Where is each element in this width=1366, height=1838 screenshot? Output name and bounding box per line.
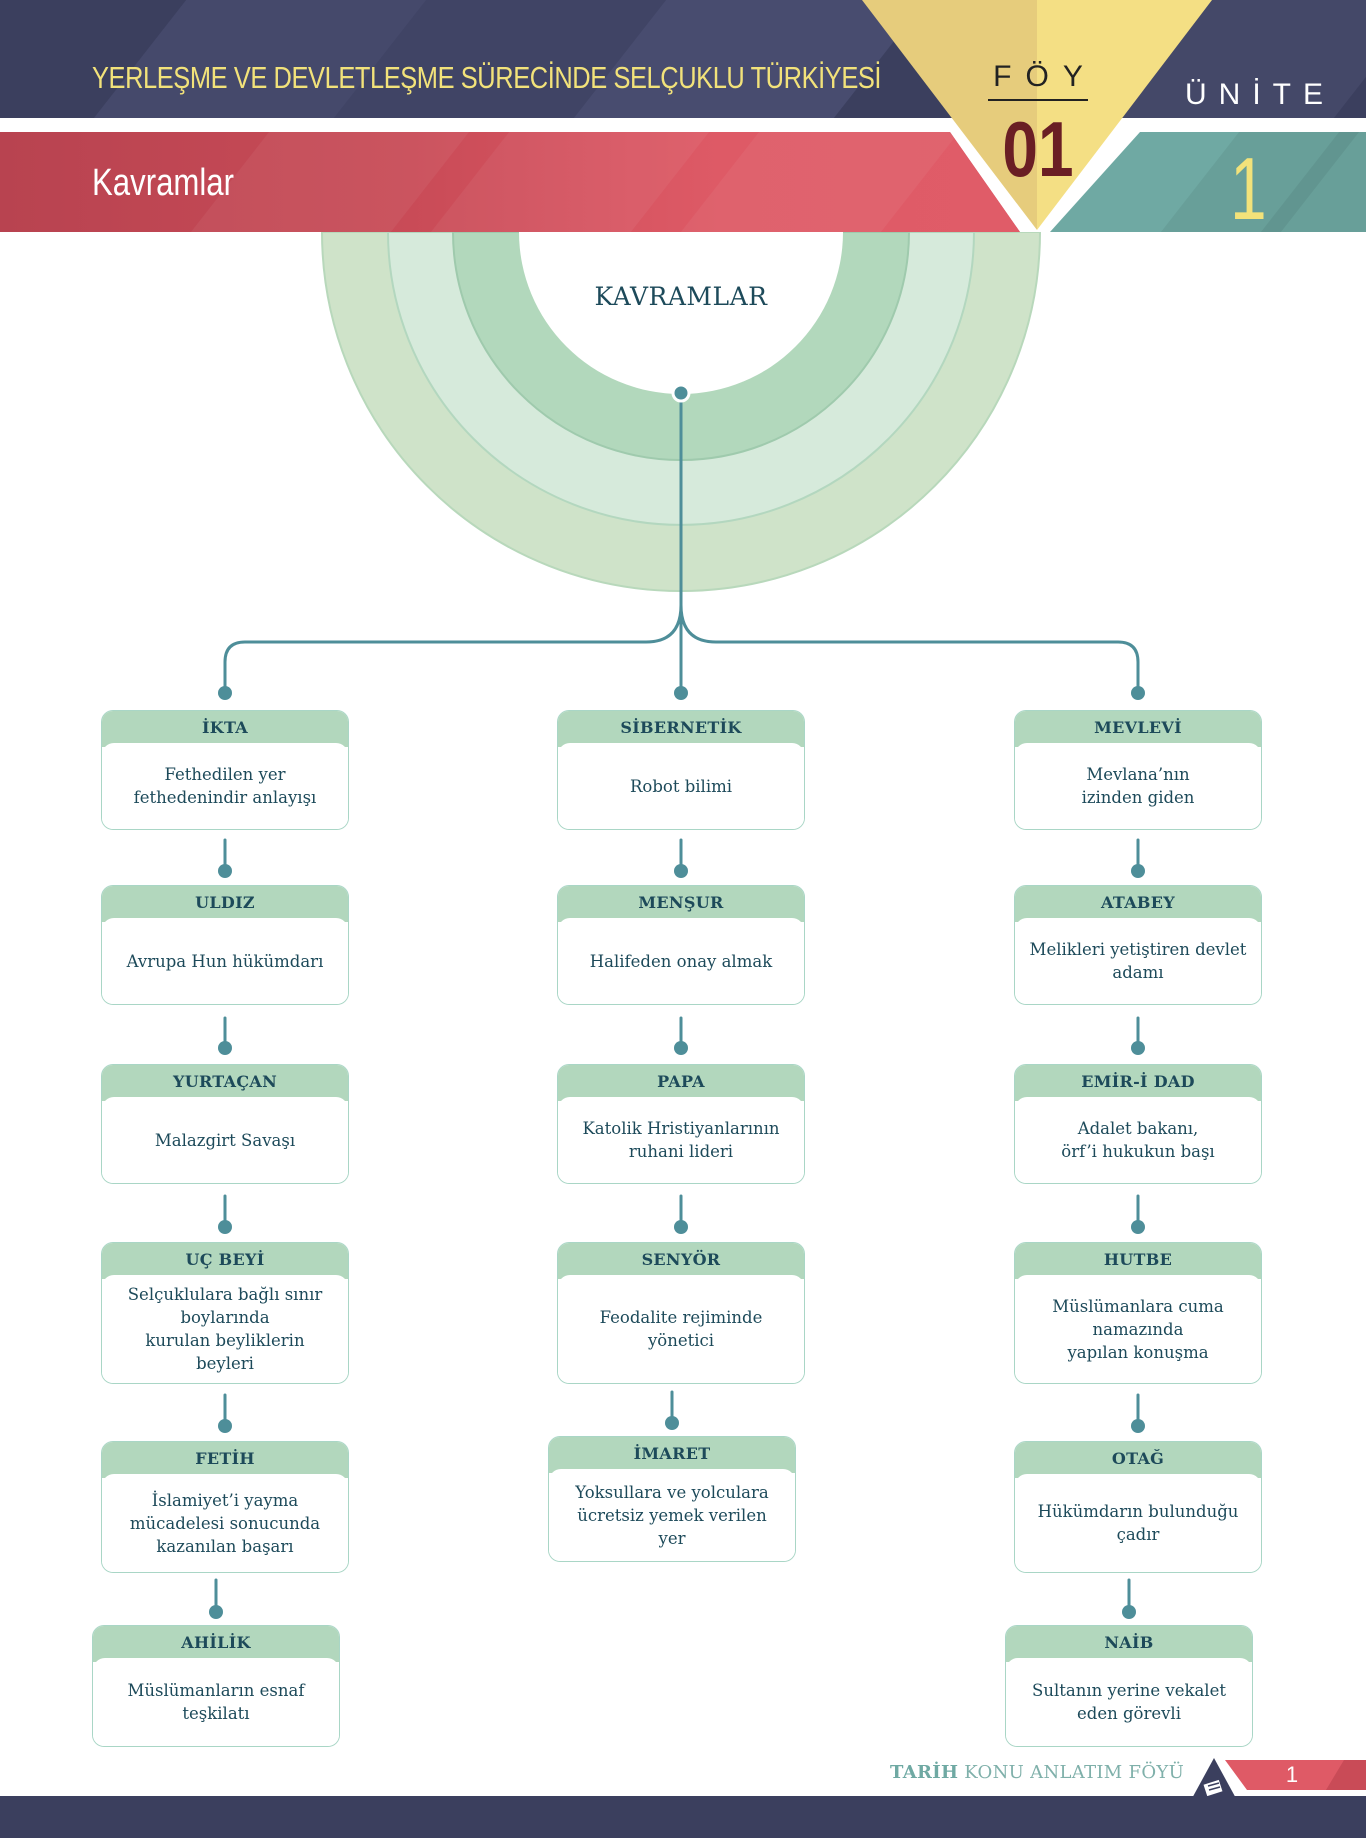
book-icon [1190,1758,1238,1802]
concept-card-mevlevi: MEVLEVİ Mevlana’nın izinden giden [1014,710,1262,830]
header-title: YERLEŞME VE DEVLETLEŞME SÜRECİNDE SELÇUK… [92,60,882,95]
card-definition: Hükümdarın bulunduğu çadır [1015,1474,1261,1572]
card-term: UÇ BEYİ [102,1243,348,1279]
card-definition: Malazgirt Savaşı [102,1097,348,1183]
card-term: NAİB [1006,1626,1252,1662]
concept-card-fetih: FETİH İslamiyet’i yayma mücadelesi sonuc… [101,1441,349,1573]
unite-number: 1 [1230,139,1267,238]
page-number: 1 [1285,1762,1299,1787]
card-term: ULDIZ [102,886,348,922]
concept-card-uldiz: ULDIZ Avrupa Hun hükümdarı [101,885,349,1005]
concept-arcs [320,232,1042,592]
card-definition: Halifeden onay almak [558,918,804,1004]
card-term: EMİR-İ DAD [1015,1065,1261,1101]
concept-card-otag: OTAĞ Hükümdarın bulunduğu çadır [1014,1441,1262,1573]
card-definition: Mevlana’nın izinden giden [1015,743,1261,829]
card-definition: Avrupa Hun hükümdarı [102,918,348,1004]
card-definition: Müslümanlara cuma namazında yapılan konu… [1015,1275,1261,1383]
concept-card-uc-beyi: UÇ BEYİ Selçuklulara bağlı sınır boyları… [101,1242,349,1384]
concept-card-senyor: SENYÖR Feodalite rejiminde yönetici [557,1242,805,1384]
card-definition: Selçuklulara bağlı sınır boylarında kuru… [102,1275,348,1383]
concept-card-atabey: ATABEY Melikleri yetiştiren devlet adamı [1014,885,1262,1005]
card-term: HUTBE [1015,1243,1261,1279]
concept-card-imaret: İMARET Yoksullara ve yolculara ücretsiz … [548,1436,796,1562]
card-definition: Müslümanların esnaf teşkilatı [93,1658,339,1746]
card-term: SENYÖR [558,1243,804,1279]
main-title: KAVRAMLAR [594,282,768,311]
concept-card-mensur: MENŞUR Halifeden onay almak [557,885,805,1005]
card-definition: Yoksullara ve yolculara ücretsiz yemek v… [549,1469,795,1561]
concept-card-hutbe: HUTBE Müslümanlara cuma namazında yapıla… [1014,1242,1262,1384]
footer-page-tab [1225,1760,1366,1790]
card-term: ATABEY [1015,886,1261,922]
footer-bar [0,1796,1366,1838]
card-term: FETİH [102,1442,348,1478]
card-definition: Adalet bakanı, örf’i hukukun başı [1015,1097,1261,1183]
foy-number: 01 [1002,105,1074,193]
card-term: YURTAÇAN [102,1065,348,1101]
card-definition: Fethedilen yer fethedenindir anlayışı [102,743,348,829]
header-subtitle: Kavramlar [92,162,234,204]
concept-card-yurtacan: YURTAÇAN Malazgirt Savaşı [101,1064,349,1184]
card-term: İMARET [549,1437,795,1473]
unite-label: ÜNİTE [1185,78,1335,111]
card-term: MENŞUR [558,886,804,922]
concept-card-ikta: İKTA Fethedilen yer fethedenindir anlayı… [101,710,349,830]
card-definition: Feodalite rejiminde yönetici [558,1275,804,1383]
card-term: SİBERNETİK [558,711,804,747]
card-term: OTAĞ [1015,1442,1261,1478]
concept-card-naib: NAİB Sultanın yerine vekalet eden görevl… [1005,1625,1253,1747]
header-red-band [0,132,1020,232]
foy-label: FÖY [993,60,1097,93]
concept-card-sibernetik: SİBERNETİK Robot bilimi [557,710,805,830]
card-term: İKTA [102,711,348,747]
footer-brand: TARİH KONU ANLATIM FÖYÜ [890,1762,1184,1783]
card-definition: Robot bilimi [558,743,804,829]
concept-card-ahilik: AHİLİK Müslümanların esnaf teşkilatı [92,1625,340,1747]
card-definition: Sultanın yerine vekalet eden görevli [1006,1658,1252,1746]
card-term: PAPA [558,1065,804,1101]
concept-card-papa: PAPA Katolik Hristiyanlarının ruhani lid… [557,1064,805,1184]
card-definition: İslamiyet’i yayma mücadelesi sonucunda k… [102,1474,348,1572]
card-definition: Katolik Hristiyanlarının ruhani lideri [558,1097,804,1183]
footer-brand-bold: TARİH [890,1762,959,1783]
concept-card-emir-i-dad: EMİR-İ DAD Adalet bakanı, örf’i hukukun … [1014,1064,1262,1184]
card-term: AHİLİK [93,1626,339,1662]
footer-brand-rest: KONU ANLATIM FÖYÜ [958,1762,1185,1783]
card-term: MEVLEVİ [1015,711,1261,747]
card-definition: Melikleri yetiştiren devlet adamı [1015,918,1261,1004]
header-divider [0,118,1366,132]
foy-divider [988,99,1088,101]
